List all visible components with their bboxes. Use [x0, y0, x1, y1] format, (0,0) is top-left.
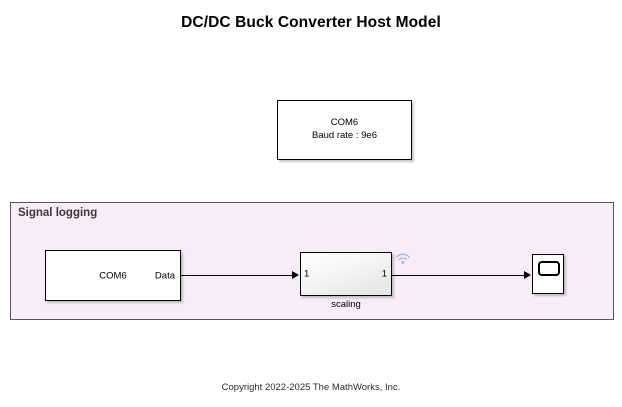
scaling-output-port-number: 1	[381, 268, 387, 280]
scaling-subsystem-block[interactable]: 1 1	[300, 252, 392, 296]
signal-line-scaling-to-scope[interactable]	[392, 275, 524, 276]
scaling-block-caption: scaling	[331, 299, 361, 310]
copyright-notice: Copyright 2022-2025 The MathWorks, Inc.	[221, 382, 401, 393]
receive-port-label: COM6	[99, 270, 127, 281]
scope-block[interactable]	[532, 254, 564, 294]
serial-configuration-block[interactable]: COM6 Baud rate : 9e6	[277, 100, 412, 160]
serial-receive-block[interactable]: COM6 Data	[45, 250, 181, 301]
receive-output-port-label: Data	[154, 270, 175, 281]
arrowhead-scaling-input	[292, 271, 299, 279]
scope-screen-icon	[538, 261, 560, 276]
arrowhead-scope-input	[524, 271, 531, 279]
signal-line-receive-to-scaling[interactable]	[181, 275, 292, 276]
wireless-signal-icon	[394, 249, 412, 265]
config-port-label: COM6	[330, 117, 359, 129]
scaling-input-port-number: 1	[304, 268, 310, 280]
page-title: DC/DC Buck Converter Host Model	[181, 14, 441, 31]
signal-logging-area-label: Signal logging	[18, 207, 98, 219]
config-baud-rate-label: Baud rate : 9e6	[312, 130, 377, 141]
